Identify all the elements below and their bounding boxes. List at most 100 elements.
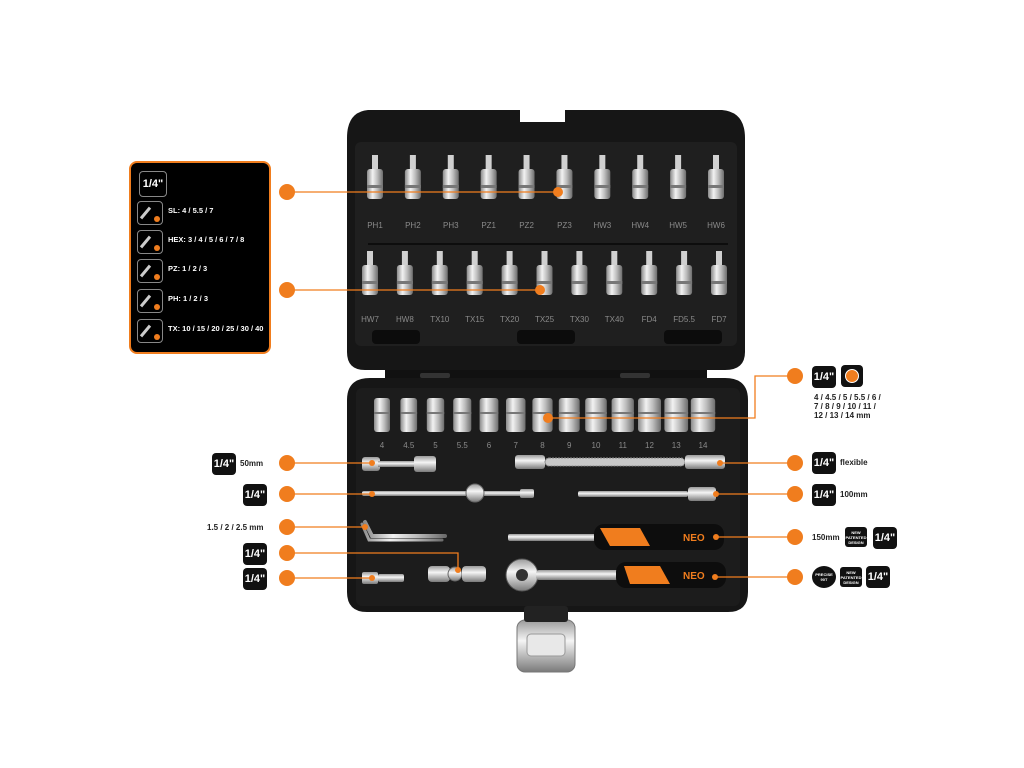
row2-bit-label: FD7: [711, 315, 727, 324]
row1-bit-label: PH1: [367, 221, 383, 230]
callout-dot-ext50: [279, 455, 295, 471]
socket-size-label: 9: [567, 441, 572, 450]
socket: [479, 398, 499, 432]
row1-bit: [632, 155, 649, 199]
socket-size-label: 14: [699, 441, 708, 450]
legend-row-pz: PZ: 1 / 2 / 3: [137, 259, 264, 283]
slotted-bit-icon: [137, 201, 163, 225]
row2-bit: [501, 251, 518, 295]
bit-legend-panel: 1/4" SL: 4 / 5.5 / 7 HEX: 3 / 4 / 5 / 6 …: [129, 161, 271, 354]
ratchet: NEO: [505, 558, 726, 592]
lid-slot-right: [664, 330, 722, 344]
sockets-sizes-line3: 12 / 13 / 14 mm: [814, 411, 871, 420]
screwdriver-length-label: 150mm: [812, 533, 840, 542]
ratchet-design-badge: NEW PATENTED DESIGN: [840, 567, 862, 587]
torx-bit-icon: [137, 319, 163, 343]
adapter-drive-badge: 1/4": [243, 568, 267, 590]
legend-text-tx: TX: 10 / 15 / 20 / 25 / 30 / 40: [168, 324, 264, 333]
hexkeys-sizes-label: 1.5 / 2 / 2.5 mm: [207, 523, 264, 532]
ratchet-drive-badge: 1/4": [866, 566, 890, 588]
screwdriver-handle: NEO: [508, 524, 724, 550]
row2-bit-label: TX15: [465, 315, 485, 324]
row2-bit: [396, 251, 413, 295]
row1-bit-label: PH2: [405, 221, 421, 230]
socket-size-label: 4: [380, 441, 385, 450]
ujoint-drive-badge: 1/4": [243, 543, 267, 565]
callout-dot-sockets: [787, 368, 803, 384]
callout-dot-adapter: [279, 570, 295, 586]
socket: [664, 398, 689, 432]
hex-bit-icon: [137, 230, 163, 254]
phillips-bit-icon: [137, 289, 163, 313]
sliding-t-bar: [362, 483, 534, 503]
callout-lines: [287, 191, 795, 579]
sockets-sizes-label: 4 / 4.5 / 5 / 5.5 / 6 / 7 / 8 / 9 / 10 /…: [814, 393, 881, 420]
legend-text-sl: SL: 4 / 5.5 / 7: [168, 206, 214, 215]
legend-row-hex: HEX: 3 / 4 / 5 / 6 / 7 / 8: [137, 230, 264, 254]
legend-row-tx: TX: 10 / 15 / 20 / 25 / 30 / 40: [137, 319, 264, 343]
sockets-sizes-line1: 4 / 4.5 / 5 / 5.5 / 6 /: [814, 393, 881, 402]
row1-bit-label: PZ2: [519, 221, 534, 230]
socket-size-label: 4.5: [403, 441, 415, 450]
row2-bit: [676, 251, 693, 295]
row2-bit-label: FD4: [642, 315, 658, 324]
row2-bit: [711, 251, 727, 295]
callout-dot-ratchet: [787, 569, 803, 585]
callout-dot-ext100: [787, 486, 803, 502]
screwdriver-design-badge: NEW PATENTED DESIGN: [845, 527, 867, 547]
callout-dot-bits-row1: [279, 184, 295, 200]
socket: [690, 398, 716, 432]
row2-bit: [466, 251, 483, 295]
socket-size-label: 5.5: [457, 441, 469, 450]
socket: [638, 398, 661, 432]
row2-bit: [362, 251, 378, 295]
callout-dot-tbar: [279, 486, 295, 502]
legend-text-hex: HEX: 3 / 4 / 5 / 6 / 7 / 8: [168, 235, 245, 244]
sockets-sizes-line2: 7 / 8 / 9 / 10 / 11 /: [814, 402, 876, 411]
socket-hex-icon: [841, 365, 863, 387]
flexible-drive-badge: 1/4": [812, 452, 836, 474]
legend-row-ph: PH: 1 / 2 / 3: [137, 289, 264, 313]
socket: [426, 398, 445, 432]
socket: [611, 398, 634, 432]
row1-bit-label: HW4: [631, 221, 649, 230]
socket-size-label: 11: [619, 441, 628, 450]
row2-bit-label: FD5.5: [673, 315, 695, 324]
socket: [585, 398, 607, 432]
row2-bit: [431, 251, 448, 295]
pozidriv-bit-icon: [137, 259, 163, 283]
flexible-extension: [515, 455, 725, 469]
extension-100mm: [578, 487, 716, 501]
row2-bit-label: TX40: [605, 315, 625, 324]
base-inner-tray: [356, 388, 740, 606]
ext100-drive-badge: 1/4": [812, 484, 836, 506]
ext50-drive-badge: 1/4": [212, 453, 236, 475]
ratchet-precise-badge: PRECISE 90T: [812, 566, 836, 588]
row1-bit-label: HW3: [593, 221, 611, 230]
legend-row-sl: SL: 4 / 5.5 / 7: [137, 201, 264, 225]
socket: [400, 398, 418, 432]
lid-slot-left: [372, 330, 420, 344]
socket: [558, 398, 580, 432]
socket: [506, 398, 526, 432]
socket-size-label: 5: [433, 441, 438, 450]
row1-bit: [594, 155, 611, 199]
socket-size-label: 12: [645, 441, 654, 450]
callout-dot-screwdriver: [787, 529, 803, 545]
universal-joint: [428, 566, 486, 582]
ext100-length-label: 100mm: [840, 490, 868, 499]
row2-bit: [571, 251, 588, 295]
row2-bit-label: TX10: [430, 315, 450, 324]
ratchet-brand: NEO: [683, 571, 705, 582]
tbar-drive-badge: 1/4": [243, 484, 267, 506]
callout-dot-hexkeys: [279, 519, 295, 535]
legend-text-pz: PZ: 1 / 2 / 3: [168, 264, 208, 273]
callout-anchor-dots: [362, 187, 723, 581]
row2-bit-label: TX20: [500, 315, 520, 324]
row1-bit-label: PZ3: [557, 221, 572, 230]
callout-dot-bits-row2: [279, 282, 295, 298]
legend-text-ph: PH: 1 / 2 / 3: [168, 294, 209, 303]
